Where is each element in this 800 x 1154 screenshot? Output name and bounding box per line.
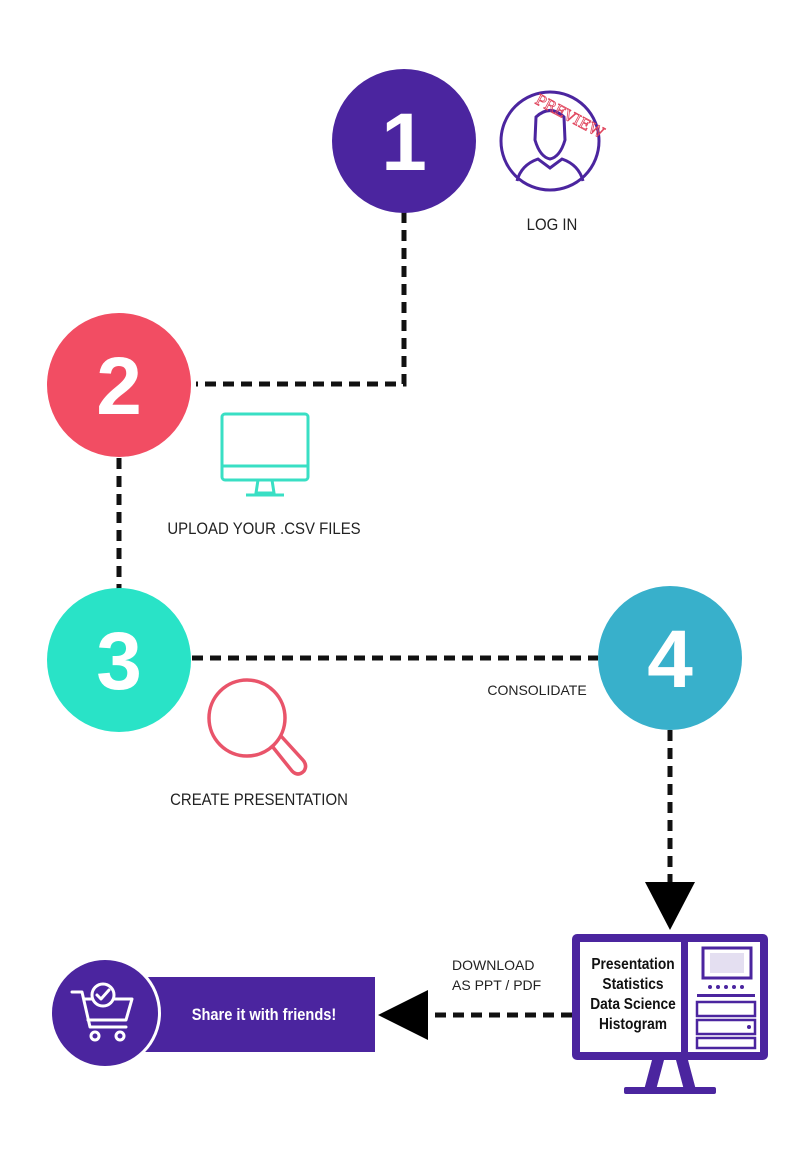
step-4-number: 4 (647, 614, 693, 705)
consolidate-label: CONSOLIDATE (487, 682, 586, 698)
share-banner: Share it with friends! (49, 957, 375, 1069)
magnifier-icon (207, 678, 308, 776)
step-3-label: CREATE PRESENTATION (170, 791, 348, 809)
screen-line-1: Presentation (591, 955, 674, 973)
connectors (116, 212, 673, 1018)
share-banner-text: Share it with friends! (192, 1006, 336, 1024)
step-2-number: 2 (96, 341, 142, 432)
monitor-icon (220, 412, 310, 497)
computer-illustration: Presentation Statistics Data Science His… (572, 934, 768, 1094)
screen-line-4: Histogram (599, 1015, 667, 1033)
step-1-circle (332, 69, 476, 213)
computer-screen-text: Presentation Statistics Data Science His… (590, 955, 676, 1033)
user-avatar-icon (499, 90, 601, 192)
screen-line-2: Statistics (602, 975, 663, 993)
download-label-line-1: DOWNLOAD (452, 957, 534, 973)
share-banner-circle (52, 960, 158, 1066)
step-3-number: 3 (96, 616, 142, 707)
arrowhead-down (645, 882, 695, 930)
connector-1-2 (196, 212, 407, 387)
arrowhead-left (378, 990, 428, 1040)
step-2-circle (47, 313, 191, 457)
drive-bay-1 (695, 1000, 757, 1018)
step-1-label: LOG IN (527, 216, 578, 234)
screen-line-3: Data Science (590, 995, 676, 1013)
drive-bay-2 (695, 1018, 757, 1036)
computer-stand (624, 1060, 716, 1094)
step-4: 4 (598, 586, 742, 730)
mini-dots (708, 985, 744, 989)
step-3-circle (47, 588, 191, 732)
step-3: 3 (47, 588, 191, 732)
download-label-line-2: AS PPT / PDF (452, 977, 541, 993)
preview-stamp: PREVIEW (532, 91, 608, 143)
step-2: 2 (47, 313, 191, 457)
step-1: 1 (332, 69, 476, 213)
step-1-number: 1 (381, 97, 427, 188)
computer-screen-left (580, 942, 681, 1052)
step-2-label: UPLOAD YOUR .CSV FILES (167, 520, 360, 538)
drive-bay-3 (695, 1036, 757, 1050)
mini-display (701, 946, 753, 980)
step-4-circle (598, 586, 742, 730)
shopping-cart-check-icon (70, 982, 134, 1042)
